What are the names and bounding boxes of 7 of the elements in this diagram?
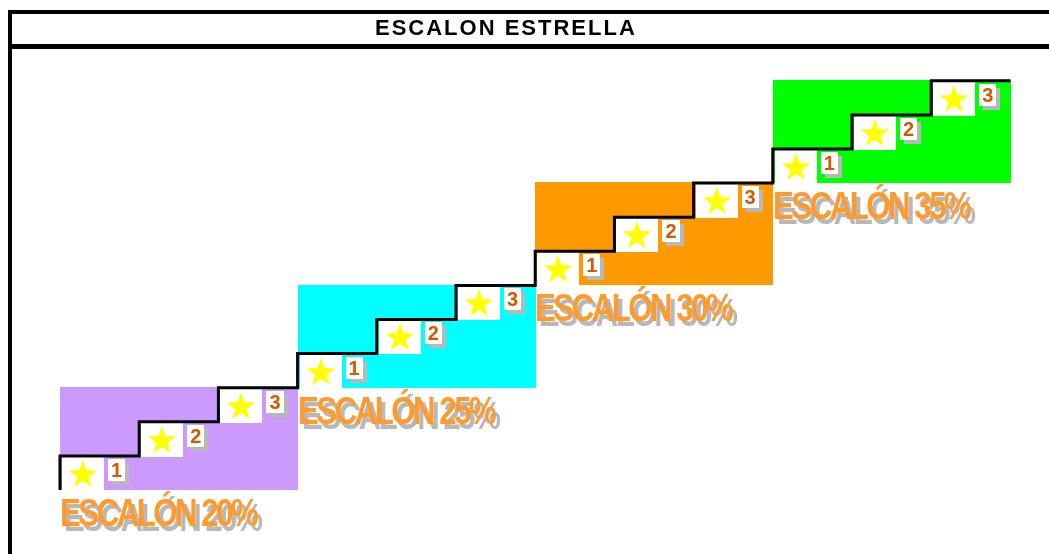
title: ESCALON ESTRELLA [375,14,637,42]
step-label: ESCALÓN 35% [772,185,970,228]
step-number: 3 [504,288,522,311]
step-label: ESCALÓN 25% [297,389,494,432]
step-label: ESCALÓN 20% [60,492,257,534]
step-number: 1 [583,254,601,277]
step-label: ESCALÓN 30% [535,287,732,330]
